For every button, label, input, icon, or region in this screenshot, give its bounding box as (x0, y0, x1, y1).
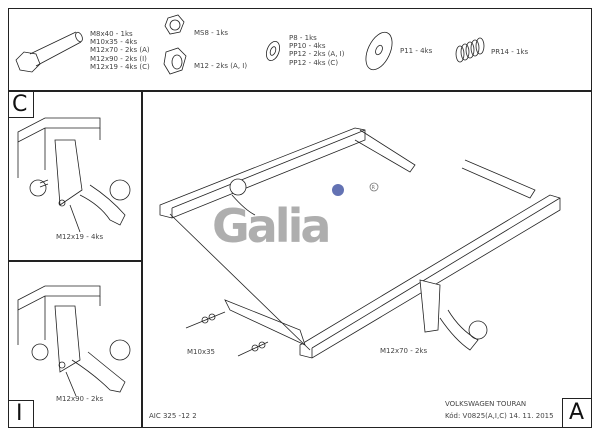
svg-text:Galia: Galia (212, 199, 328, 253)
panel-c-letter-box (8, 90, 34, 118)
washer-pp12-ai: PP12 - 2ks (A, I) (289, 50, 345, 59)
parts-panel (8, 8, 592, 92)
panel-c (8, 90, 143, 262)
bolt-icon (15, 31, 83, 73)
bolt-m10x35: M10x35 - 4ks (90, 38, 138, 47)
washer-p11-icon (365, 31, 393, 71)
panel-i-letter-box (8, 400, 34, 428)
panel-a-letter-box (562, 398, 592, 428)
washer-icon (266, 40, 280, 62)
nut-m12-label: M12 - 2ks (A, I) (194, 62, 248, 70)
panel-i-letter: I (16, 401, 23, 426)
washer-p8: P8 - 1ks (289, 34, 317, 42)
bolt-m12x70: M12x70 - 2ks (A) (90, 46, 150, 55)
bolt-m12x90: M12x90 - 2ks (I) (90, 54, 147, 63)
towbar-frame-drawing (159, 127, 561, 359)
spring-label: PR14 - 1ks (491, 48, 529, 56)
svg-text:R: R (372, 185, 376, 191)
washer-list: P8 - 1ks PP10 - 4ks PP12 - 2ks (A, I) PP… (289, 34, 344, 67)
washer-pp12-c: PP12 - 4ks (C) (289, 58, 339, 67)
bolt-m10-callout: M10x35 (187, 348, 215, 356)
panel-i (8, 260, 143, 428)
panel-i-label: M12x90 - 2ks (56, 395, 104, 403)
panel-c-drawing (17, 117, 131, 233)
washer-p11-label: P11 - 4ks (400, 47, 433, 55)
washer-pp10: PP10 - 4ks (289, 42, 326, 51)
galia-logo: Galia R (212, 182, 379, 253)
spring-icon (455, 37, 485, 63)
vehicle-name: VOLKSWAGEN TOURAN (445, 400, 527, 408)
product-code: Kód: V0825(A,I,C) 14. 11. 2015 (445, 412, 554, 420)
nut-m12-icon (163, 47, 187, 75)
panel-c-letter: C (12, 92, 28, 117)
nut-m8-label: MS8 - 1ks (194, 29, 229, 37)
nut-m8-icon (164, 14, 185, 35)
panel-i-drawing (17, 285, 131, 397)
panel-c-label: M12x19 - 4ks (56, 233, 104, 241)
panel-a-letter: A (569, 400, 585, 425)
bolt-m8x40: M8x40 - 1ks (90, 30, 133, 38)
bolt-m12-callout: M12x70 - 2ks (380, 347, 428, 355)
bolt-list: M8x40 - 1ks M10x35 - 4ks M12x70 - 2ks (A… (90, 30, 150, 71)
drawing-number: AIC 325 -12 2 (149, 412, 197, 420)
bolt-m12x19: M12x19 - 4ks (C) (90, 62, 150, 71)
panel-a (141, 90, 592, 428)
